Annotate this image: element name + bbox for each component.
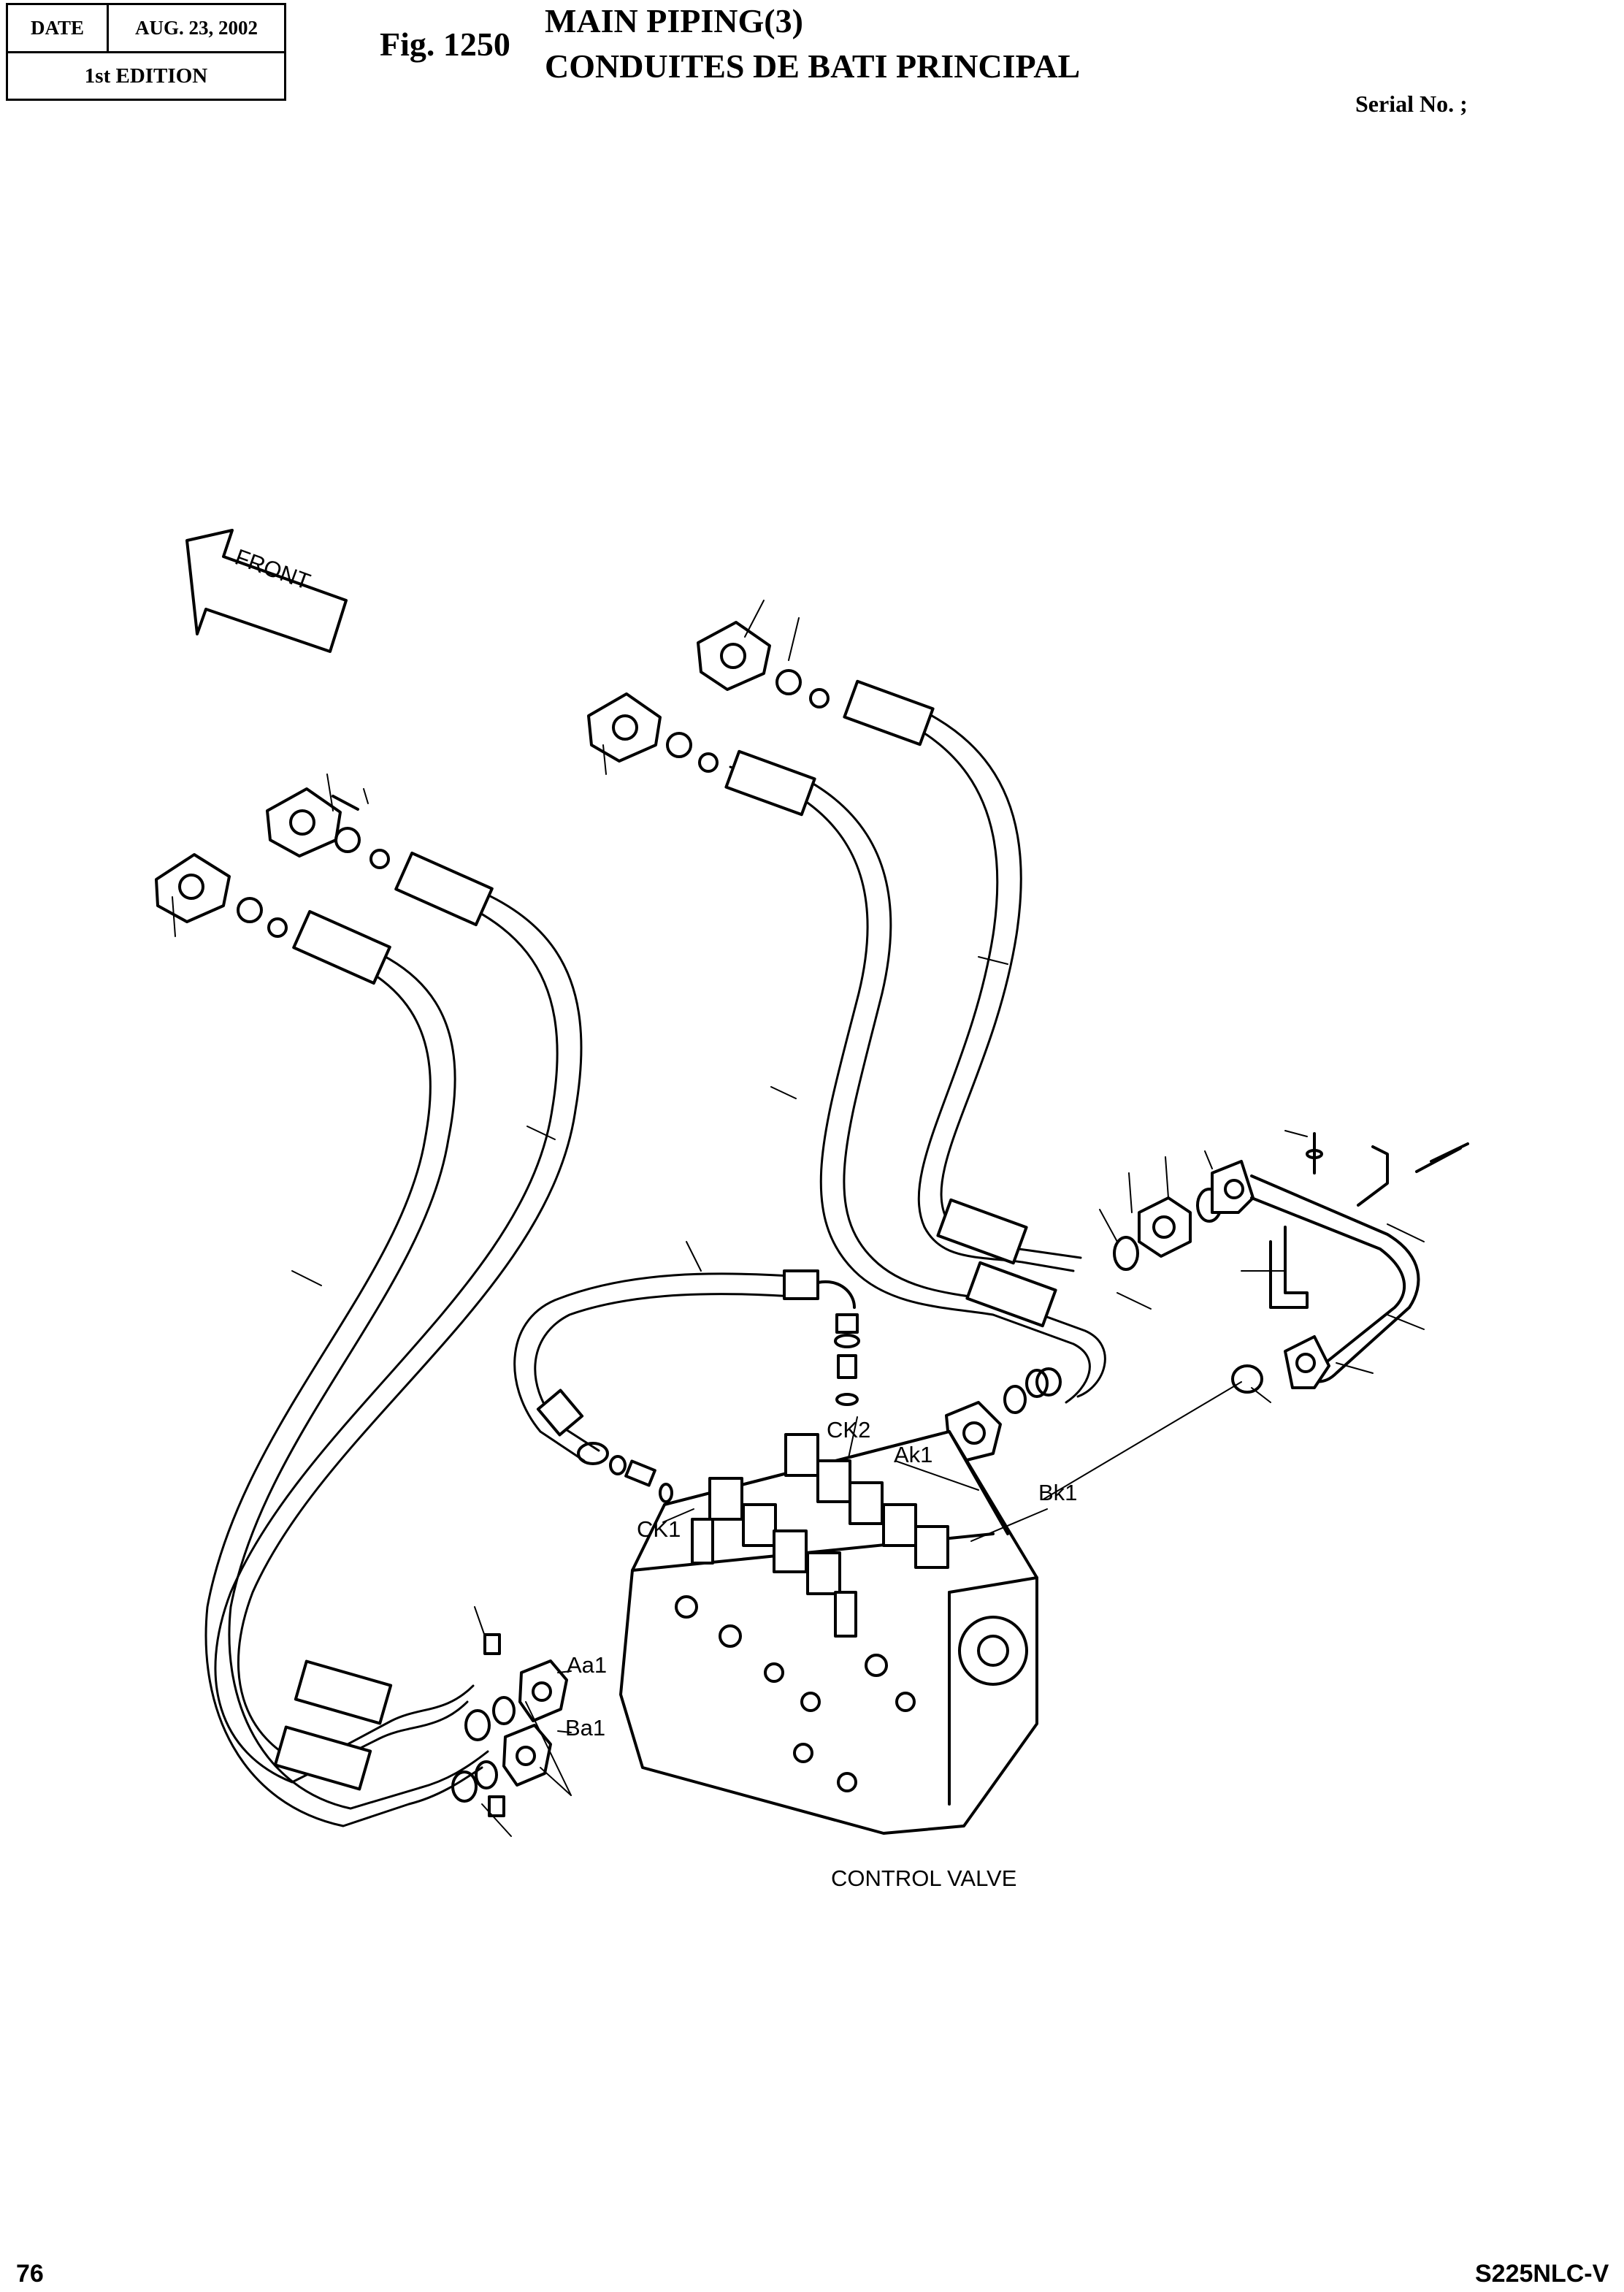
left-hose-outer (214, 868, 583, 1784)
date-value: AUG. 23, 2002 (135, 17, 258, 39)
label-ck2: CK2 (827, 1417, 870, 1443)
aa1-fitting (464, 1633, 568, 1741)
model-number: S225NLC-V (1475, 2260, 1609, 2288)
right-flange-upper (697, 621, 830, 708)
left-hose-inner (204, 929, 489, 1827)
label-ak1: Ak1 (894, 1442, 932, 1467)
revision-box: DATE AUG. 23, 2002 1st EDITION (6, 3, 286, 101)
ak1-fitting (945, 1367, 1062, 1462)
ck-hose (513, 1269, 860, 1503)
date-label: DATE (8, 5, 109, 51)
page-number: 76 (16, 2260, 44, 2288)
right-hose-b (729, 754, 1106, 1404)
ba1-fitting (451, 1724, 552, 1817)
title-french: CONDUITES DE BATI PRINCIPAL (545, 47, 1081, 85)
front-arrow (185, 529, 348, 653)
right-hose-a (851, 688, 1082, 1272)
edition-label: 1st EDITION (84, 64, 208, 88)
label-bk1: Bk1 (1038, 1480, 1077, 1505)
label-ba1: Ba1 (565, 1715, 605, 1741)
label-ck1: CK1 (637, 1516, 681, 1542)
revision-row: DATE AUG. 23, 2002 (8, 5, 284, 53)
title-english: MAIN PIPING(3) (545, 2, 803, 39)
left-flange-lower (155, 853, 288, 938)
figure-number: Fig. 1250 (380, 26, 510, 63)
left-flange-upper (266, 787, 390, 869)
serial-number: Serial No. ; (1355, 91, 1468, 117)
right-flange-lower (587, 692, 719, 773)
label-aa1: Aa1 (567, 1652, 607, 1678)
right-pipe-assembly (1113, 1132, 1469, 1394)
control-valve (619, 1430, 1038, 1835)
label-control-valve: CONTROL VALVE (831, 1865, 1016, 1891)
